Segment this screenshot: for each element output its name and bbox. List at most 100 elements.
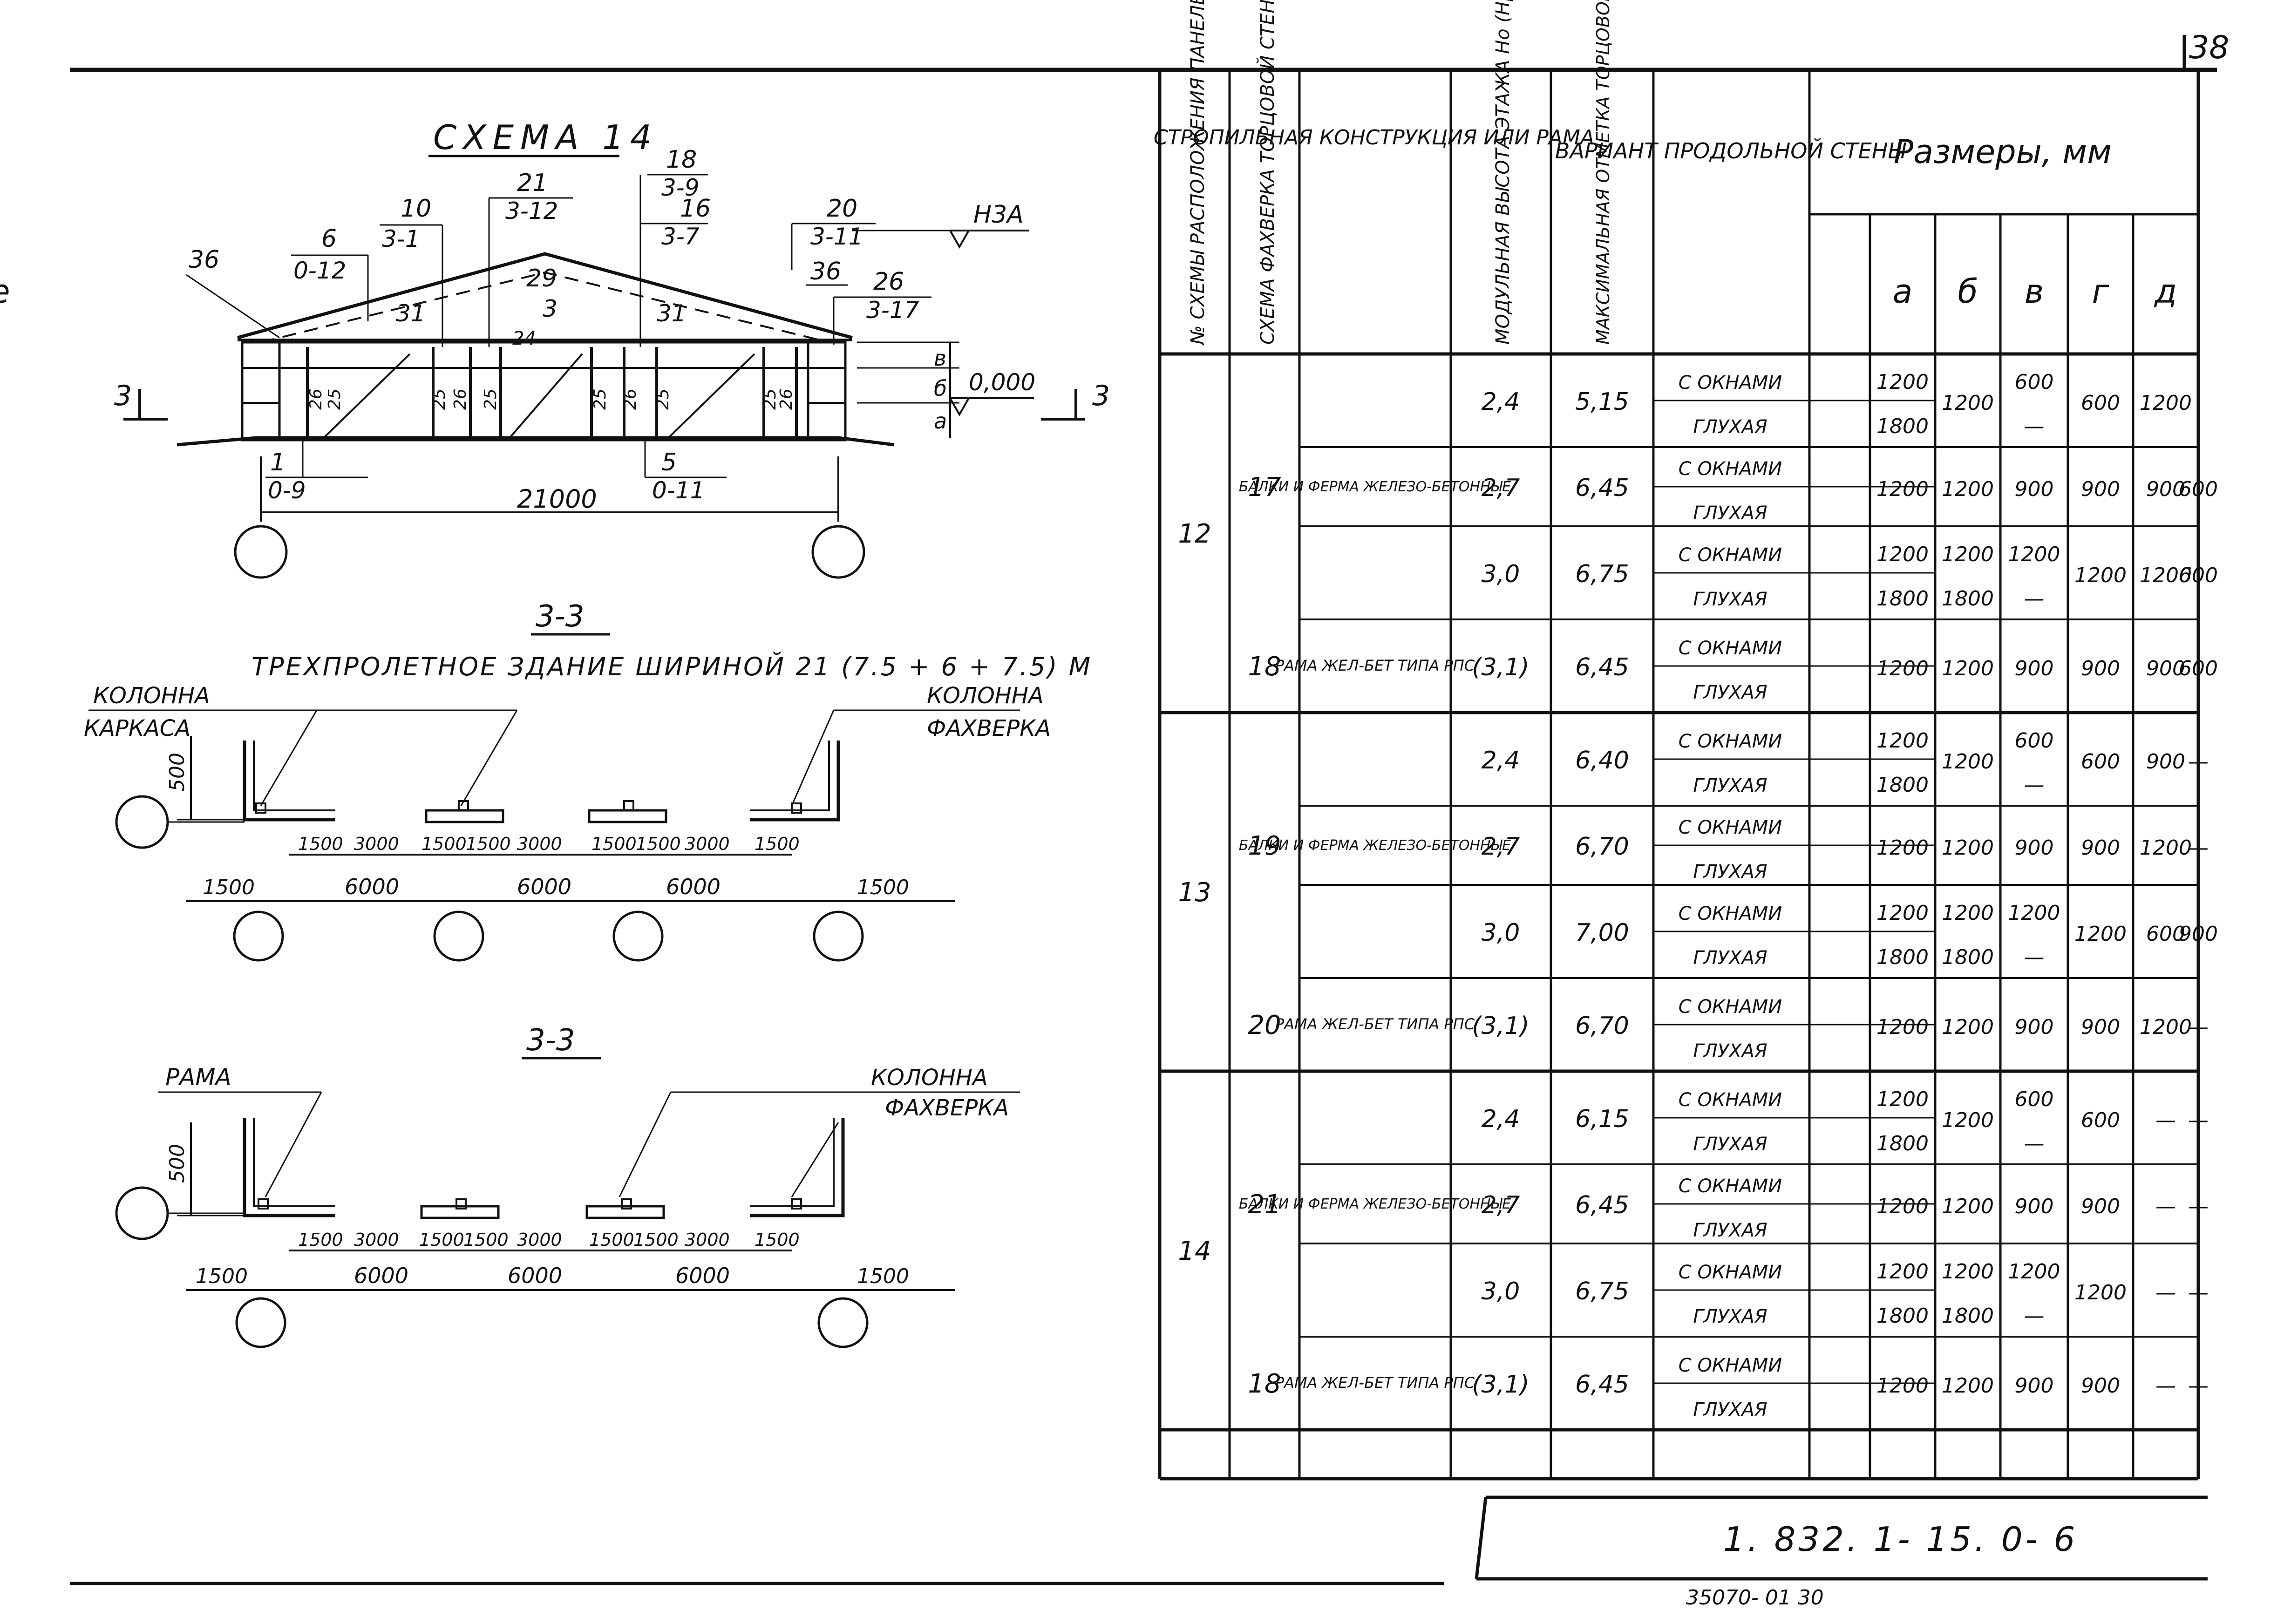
- section2-edge-left: 1500: [196, 1264, 248, 1288]
- row-variant-blind: ГЛУХАЯ: [1693, 775, 1767, 796]
- cell-b: 1200: [1942, 836, 1994, 860]
- cell-d: 1200: [2140, 564, 2192, 587]
- level-zero-marker: [949, 398, 970, 417]
- cell-g: 1200: [2074, 922, 2127, 946]
- label-10: 10: [401, 195, 431, 223]
- section-mark-right: 3: [1092, 380, 1110, 412]
- cell-g: 900: [2081, 1374, 2120, 1398]
- row-fakhverk-scheme: 19: [1248, 831, 1281, 861]
- dim-v-label: в: [934, 346, 946, 371]
- header-size-col: д: [2154, 272, 2177, 311]
- leader-line: [186, 274, 280, 339]
- cell-v: 900: [2015, 1195, 2054, 1218]
- cell-v: —: [2024, 587, 2045, 611]
- row-variant-windows: С ОКНАМИ: [1679, 544, 1782, 566]
- cell-d: —: [2155, 1281, 2176, 1305]
- cell-b: 1800: [1942, 1304, 1994, 1328]
- small-dim: 1500: [463, 1230, 509, 1250]
- column-section-left: [243, 741, 335, 822]
- wall-rectangle: [241, 341, 847, 442]
- row-height: (3,1): [1472, 653, 1529, 681]
- cell-v: 1200: [2008, 543, 2060, 566]
- cell-g: 900: [2081, 1195, 2120, 1218]
- header-sizes: Размеры, мм: [1894, 133, 2112, 171]
- section1-label-left-2: КАРКАСА: [84, 715, 190, 741]
- cell-g: 600: [2081, 1108, 2120, 1132]
- dim-b-label: б: [934, 376, 947, 401]
- section1-span: 6000: [517, 874, 571, 899]
- cell-v: 1200: [2008, 901, 2060, 925]
- cell-g: 900: [2081, 1015, 2120, 1039]
- cell-g: 900: [2081, 657, 2120, 680]
- small-dim: 1500: [591, 834, 637, 854]
- row-variant-blind: ГЛУХАЯ: [1693, 861, 1767, 883]
- panel-mark: 26: [451, 388, 470, 410]
- row-fakhverk-scheme: 20: [1248, 1010, 1281, 1040]
- leader-line: [791, 1122, 839, 1197]
- axis-bubble: [115, 1186, 169, 1240]
- cell-g: 600: [2081, 750, 2120, 774]
- row-frame-type: РАМА ЖЕЛ-БЕТ ТИПА РПС: [1275, 1374, 1475, 1392]
- row-variant-blind: ГЛУХАЯ: [1693, 589, 1767, 610]
- cell-v: 900: [2015, 1015, 2054, 1039]
- axis-bubble-left: [234, 525, 288, 579]
- cell-e: —: [2188, 1108, 2209, 1132]
- row-scheme-number: 12: [1178, 519, 1211, 549]
- row-max-level: 6,40: [1575, 747, 1629, 775]
- cell-b: 1200: [1942, 543, 1994, 566]
- label-26: 26: [873, 268, 904, 296]
- label-1: 1: [270, 448, 286, 476]
- cell-b: 1200: [1942, 1374, 1994, 1398]
- column-marker: [621, 1198, 632, 1210]
- cell-b: 1200: [1942, 750, 1994, 774]
- column-marker: [791, 1198, 802, 1210]
- label-36-right: 36: [810, 258, 841, 285]
- row-variant-windows: С ОКНАМИ: [1679, 1355, 1782, 1376]
- cell-a: 1200: [1876, 1087, 1929, 1111]
- column-section-right: [750, 741, 840, 822]
- row-fakhverk-scheme: 17: [1248, 472, 1281, 503]
- cell-e: —: [2188, 750, 2209, 774]
- row-height: 3,0: [1482, 919, 1520, 947]
- title-block-left-line: [1475, 1497, 1488, 1579]
- row-height: 2,4: [1482, 747, 1520, 775]
- cell-a: 1200: [1876, 1015, 1929, 1039]
- column-marker: [458, 800, 469, 811]
- doc-code: 1. 832. 1- 15. 0- 6: [1723, 1520, 2078, 1559]
- column-marker: [258, 1198, 269, 1210]
- column-marker: [623, 800, 634, 811]
- panel-mark: 26: [306, 388, 326, 410]
- cell-e: 900: [2179, 922, 2218, 946]
- header-size-col: е: [0, 272, 10, 311]
- cell-a: 1800: [1876, 773, 1929, 797]
- row-variant-blind: ГЛУХАЯ: [1693, 1134, 1767, 1155]
- label-16: 16: [680, 195, 711, 223]
- header-roof-structure: СТРОПИЛЬНАЯ КОНСТРУКЦИЯ ИЛИ РАМА: [1154, 126, 1594, 149]
- small-dim: 1500: [466, 834, 511, 854]
- row-max-level: 6,45: [1575, 653, 1629, 681]
- cell-e: —: [2188, 1015, 2209, 1039]
- label-6: 6: [321, 225, 337, 253]
- cell-a: 1200: [1876, 657, 1929, 680]
- row-fakhverk-scheme: 18: [1248, 652, 1281, 682]
- cell-d: 1200: [2140, 1015, 2192, 1039]
- dim-a-label: а: [934, 408, 947, 434]
- cell-b: 1200: [1942, 1108, 1994, 1132]
- label-29: 29: [526, 265, 557, 292]
- row-max-level: 6,70: [1575, 833, 1629, 861]
- small-dim: 3000: [354, 1230, 399, 1250]
- cell-d: —: [2155, 1374, 2176, 1398]
- row-variant-windows: С ОКНАМИ: [1679, 731, 1782, 752]
- cell-e: —: [2188, 1281, 2209, 1305]
- small-dim: 3000: [685, 1230, 730, 1250]
- section1-edge-right: 1500: [857, 876, 909, 899]
- label-18: 18: [666, 146, 697, 174]
- row-max-level: 6,15: [1575, 1105, 1629, 1133]
- title-block: 1. 832. 1- 15. 0- 6 35070- 01 30: [1475, 1495, 2208, 1610]
- row-beam-type: БАЛКИ И ФЕРМА ЖЕЛЕЗО-БЕТОННЫЕ: [1239, 1196, 1511, 1212]
- brace-line: [320, 353, 411, 441]
- row-max-level: 6,45: [1575, 474, 1629, 502]
- section2-span: 6000: [508, 1263, 562, 1288]
- cell-b: 1200: [1942, 1260, 1994, 1284]
- section2-title: 3-3: [526, 1023, 575, 1058]
